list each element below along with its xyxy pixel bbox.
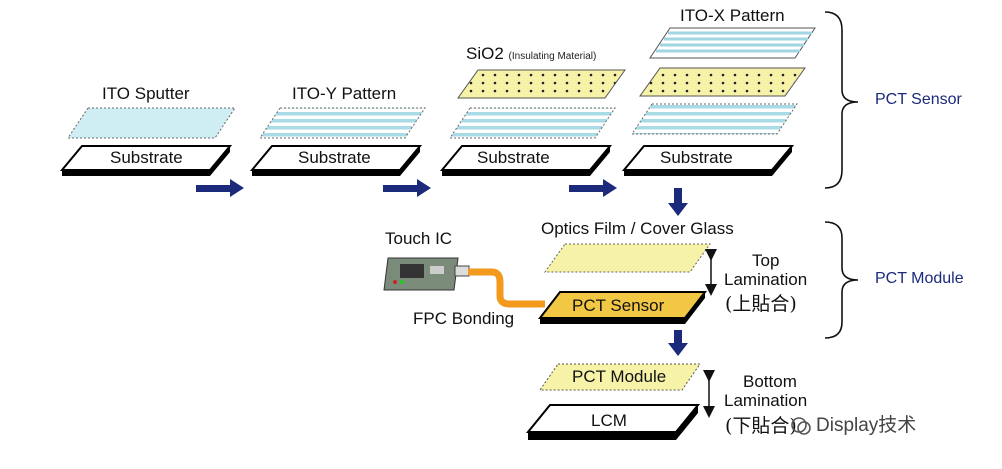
process-arrow-down (668, 330, 688, 356)
lcm-plate (525, 404, 701, 440)
step4-label: ITO-X Pattern (680, 6, 785, 25)
bottom-lamination-label-1: Bottom (743, 372, 797, 391)
step2-substrate (249, 145, 423, 176)
bottom-lamination-label-2: Lamination (724, 391, 808, 410)
step4-substrate (621, 145, 795, 176)
step2-ito-y-layer (259, 107, 426, 139)
group-label-pct-module: PCT Module (875, 270, 964, 287)
touch-ic-label: Touch IC (385, 229, 453, 248)
step3-substrate-label: Substrate (477, 148, 550, 167)
group-label-pct-sensor: PCT Sensor (875, 91, 962, 108)
process-arrow-down (668, 188, 688, 216)
step2-substrate-label: Substrate (298, 148, 371, 167)
step2-label: ITO-Y Pattern (292, 84, 397, 103)
step1-substrate-label: Substrate (110, 148, 183, 167)
step4-sio2-layer (639, 67, 806, 97)
fpc-bonding-label: FPC Bonding (413, 309, 515, 328)
fpc-cable (468, 268, 545, 308)
lcm-label: LCM (591, 411, 627, 430)
step1-substrate (59, 145, 233, 176)
step1-label: ITO Sputter (102, 84, 190, 103)
process-arrow (196, 179, 244, 197)
step3-ito-y-layer (449, 107, 616, 139)
brace-pct-module (824, 221, 859, 339)
step3-label: SiO2 (Insulating Material) (466, 44, 596, 64)
optics-film-label: Optics Film / Cover Glass (541, 219, 734, 238)
step1-ito-layer (67, 107, 236, 139)
step3-sio2-layer (457, 69, 626, 99)
touch-ic-board (383, 257, 470, 291)
brace-pct-sensor (824, 11, 859, 189)
step4-ito-y-layer (631, 103, 798, 135)
top-lamination-label-cjk: (上貼合) (725, 293, 797, 315)
optics-film-layer (544, 243, 711, 273)
top-lamination-label-2: Lamination (724, 270, 808, 289)
process-arrow (569, 179, 617, 197)
bottom-lamination-label-cjk: (下貼合) (725, 415, 797, 437)
step3-label-sub: (Insulating Material) (508, 51, 597, 62)
watermark-text: Display技术 (816, 415, 917, 436)
pct-module-plate-label: PCT Module (572, 367, 667, 386)
step3-label-main: SiO2 (466, 44, 504, 63)
step4-ito-x-layer (649, 27, 816, 59)
step4-substrate-label: Substrate (660, 148, 733, 167)
watermark: Display技术 (790, 410, 916, 437)
pct-sensor-plate (537, 291, 708, 324)
wechat-icon (791, 417, 811, 435)
process-arrow (383, 179, 431, 197)
pct-sensor-plate-label: PCT Sensor (572, 296, 665, 315)
step3-substrate (439, 145, 613, 176)
top-lamination-label-1: Top (752, 251, 780, 270)
pct-module-plate (539, 363, 701, 391)
